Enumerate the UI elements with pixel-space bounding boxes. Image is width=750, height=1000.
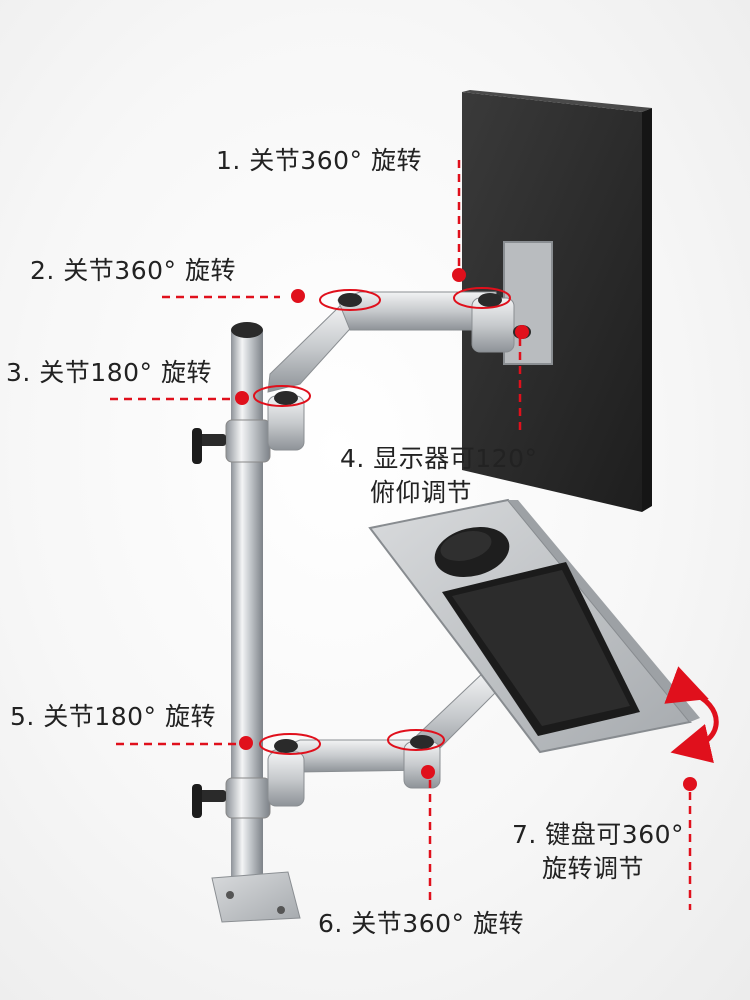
label-monitor-tilt: 4. 显示器可120° 俯仰调节 bbox=[340, 444, 538, 507]
upper-knob-grip bbox=[192, 428, 202, 464]
lower-knob-grip bbox=[192, 784, 202, 818]
upper-collar bbox=[225, 419, 271, 463]
callout-dots bbox=[235, 268, 697, 791]
pole-cap bbox=[231, 322, 263, 338]
label-joint-3: 3. 关节180° 旋转 bbox=[6, 358, 212, 387]
label-joint-6: 6. 关节360° 旋转 bbox=[318, 909, 524, 938]
joint-cap bbox=[338, 293, 362, 307]
lower-knob bbox=[196, 790, 226, 802]
lower-collar bbox=[225, 777, 271, 819]
rotation-arrow-icon bbox=[253, 385, 311, 407]
label-joint-1: 1. 关节360° 旋转 bbox=[216, 146, 422, 175]
rotation-arrows bbox=[253, 287, 719, 764]
tray-lip bbox=[508, 500, 700, 722]
keyboard-keys bbox=[452, 570, 630, 726]
callout-dot-5 bbox=[239, 736, 253, 750]
monitor-top-edge bbox=[462, 90, 652, 112]
callout-dot-2 bbox=[291, 289, 305, 303]
joint-cap bbox=[274, 739, 298, 753]
tray-rotate-arrow-icon bbox=[664, 666, 719, 764]
monitor-arm bbox=[267, 291, 531, 451]
callout-dot-6 bbox=[421, 765, 435, 779]
pole-base-plate bbox=[211, 871, 301, 923]
callout-dot-7 bbox=[683, 777, 697, 791]
joint-cap bbox=[478, 293, 502, 307]
callout-dot-4 bbox=[515, 325, 529, 339]
mouse-top bbox=[440, 531, 492, 561]
rotation-arrow-icon bbox=[259, 733, 321, 755]
keyboard-joint-housing bbox=[267, 751, 305, 807]
joint-cap bbox=[274, 391, 298, 405]
rotation-arrow-icon bbox=[387, 729, 445, 751]
label-keyboard-rotate: 7. 键盘可360° 旋转调节 bbox=[512, 820, 685, 883]
callout-dot-3 bbox=[235, 391, 249, 405]
keyboard-tray bbox=[368, 498, 700, 754]
rotation-arrow-icon bbox=[453, 287, 511, 309]
lower-clamp bbox=[192, 777, 271, 819]
base-screw bbox=[277, 906, 285, 914]
callout-lines bbox=[110, 160, 692, 910]
label-joint-2: 2. 关节360° 旋转 bbox=[30, 256, 236, 285]
label-joint-5: 5. 关节180° 旋转 bbox=[10, 702, 216, 731]
callout-dot-1 bbox=[452, 268, 466, 282]
upper-clamp bbox=[192, 419, 271, 464]
monitor-side-edge bbox=[642, 108, 652, 512]
keyboard-arm bbox=[267, 671, 501, 807]
base-screw bbox=[226, 891, 234, 899]
rotation-arrow-icon bbox=[319, 289, 381, 311]
joint-cap bbox=[410, 735, 434, 749]
upper-knob bbox=[196, 434, 226, 446]
